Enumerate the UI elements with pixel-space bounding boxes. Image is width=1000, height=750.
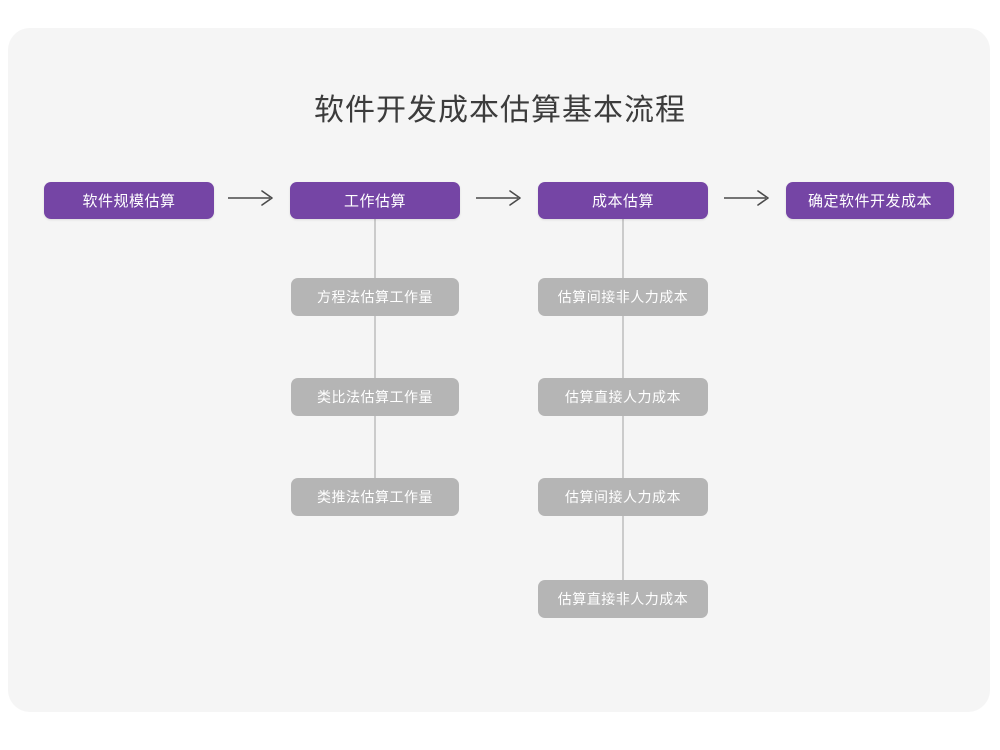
sub-box-direct-labor-cost[interactable]: 估算直接人力成本 [538, 378, 708, 416]
stage-box-cost-estimation[interactable]: 成本估算 [538, 182, 708, 219]
arrow-right-icon [474, 188, 526, 208]
sub-box-indirect-labor-cost[interactable]: 估算间接人力成本 [538, 478, 708, 516]
connector-line [622, 516, 624, 580]
connector-line [622, 416, 624, 478]
stage-box-software-size-estimation[interactable]: 软件规模估算 [44, 182, 214, 219]
page-title: 软件开发成本估算基本流程 [314, 94, 686, 127]
sub-box-direct-nonlabor-cost[interactable]: 估算直接非人力成本 [538, 580, 708, 618]
connector-line [374, 219, 376, 278]
sub-box-indirect-nonlabor-cost[interactable]: 估算间接非人力成本 [538, 278, 708, 316]
sub-box-equation-method-effort[interactable]: 方程法估算工作量 [291, 278, 459, 316]
arrow-right-icon [226, 188, 278, 208]
sub-box-analogy-method-effort[interactable]: 类比法估算工作量 [291, 378, 459, 416]
connector-line [622, 219, 624, 278]
sub-box-analogue-method-effort[interactable]: 类推法估算工作量 [291, 478, 459, 516]
arrow-right-icon [722, 188, 774, 208]
stage-box-determine-development-cost[interactable]: 确定软件开发成本 [786, 182, 954, 219]
connector-line [622, 316, 624, 378]
connector-line [374, 416, 376, 478]
connector-line [374, 316, 376, 378]
diagram-card [8, 28, 990, 712]
stage-box-effort-estimation[interactable]: 工作估算 [290, 182, 460, 219]
